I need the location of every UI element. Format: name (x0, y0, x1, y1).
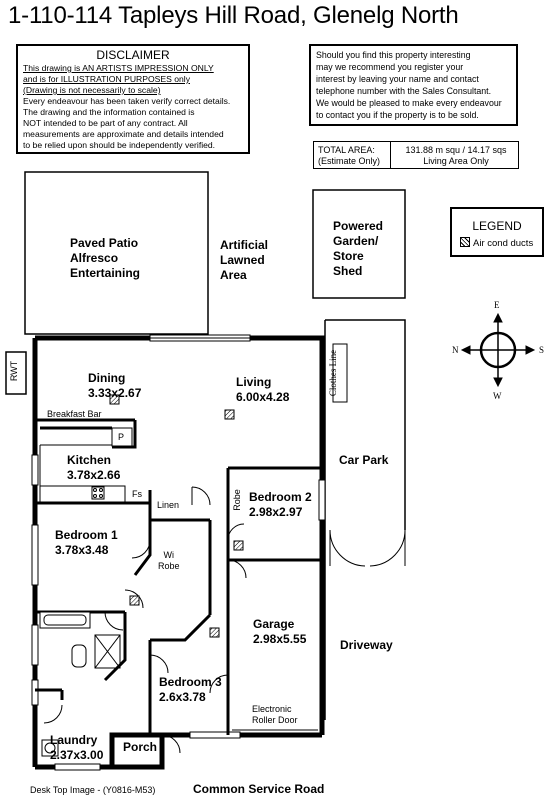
bathroom-fixtures (39, 611, 121, 757)
image-reference: Desk Top Image - (Y0816-M53) (30, 785, 156, 795)
patio-area (24, 171, 209, 335)
contact-line: may we recommend you register your (316, 62, 464, 72)
fridge-label: Fs (132, 489, 142, 499)
total-area-value: 131.88 m squ / 14.17 sqs (405, 145, 507, 155)
kitchen-bench (39, 427, 133, 503)
car-park-boundary (325, 319, 406, 530)
door-swings (43, 486, 247, 754)
shed-outline (312, 189, 406, 299)
compass-north: N (452, 345, 459, 355)
car-park-label: Car Park (339, 453, 389, 467)
contact-line: We would be pleased to make every endeav… (316, 98, 502, 108)
disclaimer-line: measurements are approximate and details… (23, 129, 224, 139)
road-label: Common Service Road (193, 782, 325, 796)
disclaimer-box: DISCLAIMER This drawing is AN ARTISTS IM… (16, 44, 250, 154)
legend-item-label: Air cond ducts (473, 238, 534, 249)
air-duct-icon (460, 237, 470, 247)
disclaimer-line: (Drawing is not necessarily to scale) (23, 85, 161, 95)
linen-label: Linen (157, 500, 180, 510)
gate-swing (329, 529, 406, 567)
legend-item: Air cond ducts (460, 237, 533, 249)
contact-line: to contact you if the property is to be … (316, 110, 479, 120)
porch-label: Porch (123, 740, 158, 754)
property-title: 1-110-114 Tapleys Hill Road, Glenelg Nor… (8, 2, 459, 29)
disclaimer-line: Every endeavour has been taken verify co… (23, 96, 231, 106)
contact-line: telephone number with the Sales Consulta… (316, 86, 492, 96)
breakfast-bar-label: Breakfast Bar (47, 409, 102, 419)
disclaimer-line: and is for ILLUSTRATION PURPOSES only (23, 74, 190, 84)
disclaimer-heading: DISCLAIMER (96, 48, 170, 62)
robe-label: Robe (231, 489, 242, 511)
legend-heading: LEGEND (472, 219, 522, 233)
disclaimer-line: to be relied upon should be independentl… (23, 140, 216, 150)
legend-box: LEGEND Air cond ducts (450, 207, 544, 257)
total-area-box: TOTAL AREA: (Estimate Only) 131.88 m squ… (313, 141, 519, 169)
disclaimer-line: NOT intended to be part of any contract.… (23, 118, 188, 128)
total-area-note: (Estimate Only) (318, 156, 381, 166)
clothes-line-label: Clothes Line (328, 349, 339, 397)
rwt-label: RWT (9, 360, 20, 382)
sliding-door (149, 334, 251, 342)
contact-line: interest by leaving your name and contac… (316, 74, 479, 84)
compass-south: S (539, 345, 545, 355)
total-area-label: TOTAL AREA: (318, 145, 375, 155)
contact-box: Should you find this property interestin… (309, 44, 518, 126)
driveway-label: Driveway (340, 638, 393, 652)
air-duct-icon (109, 394, 244, 638)
pantry-label: P (118, 432, 125, 442)
windows (31, 454, 326, 771)
compass-icon (460, 312, 536, 388)
compass-west: W (493, 391, 502, 401)
disclaimer-line: This drawing is AN ARTISTS IMPRESSION ON… (23, 63, 214, 73)
clothes-line-box (332, 343, 348, 403)
compass-east: E (494, 300, 500, 310)
rwt-tank (5, 351, 27, 395)
contact-line: Should you find this property interestin… (316, 50, 471, 60)
disclaimer-line: The drawing and the information containe… (23, 107, 195, 117)
total-area-scope: Living Area Only (423, 156, 489, 166)
